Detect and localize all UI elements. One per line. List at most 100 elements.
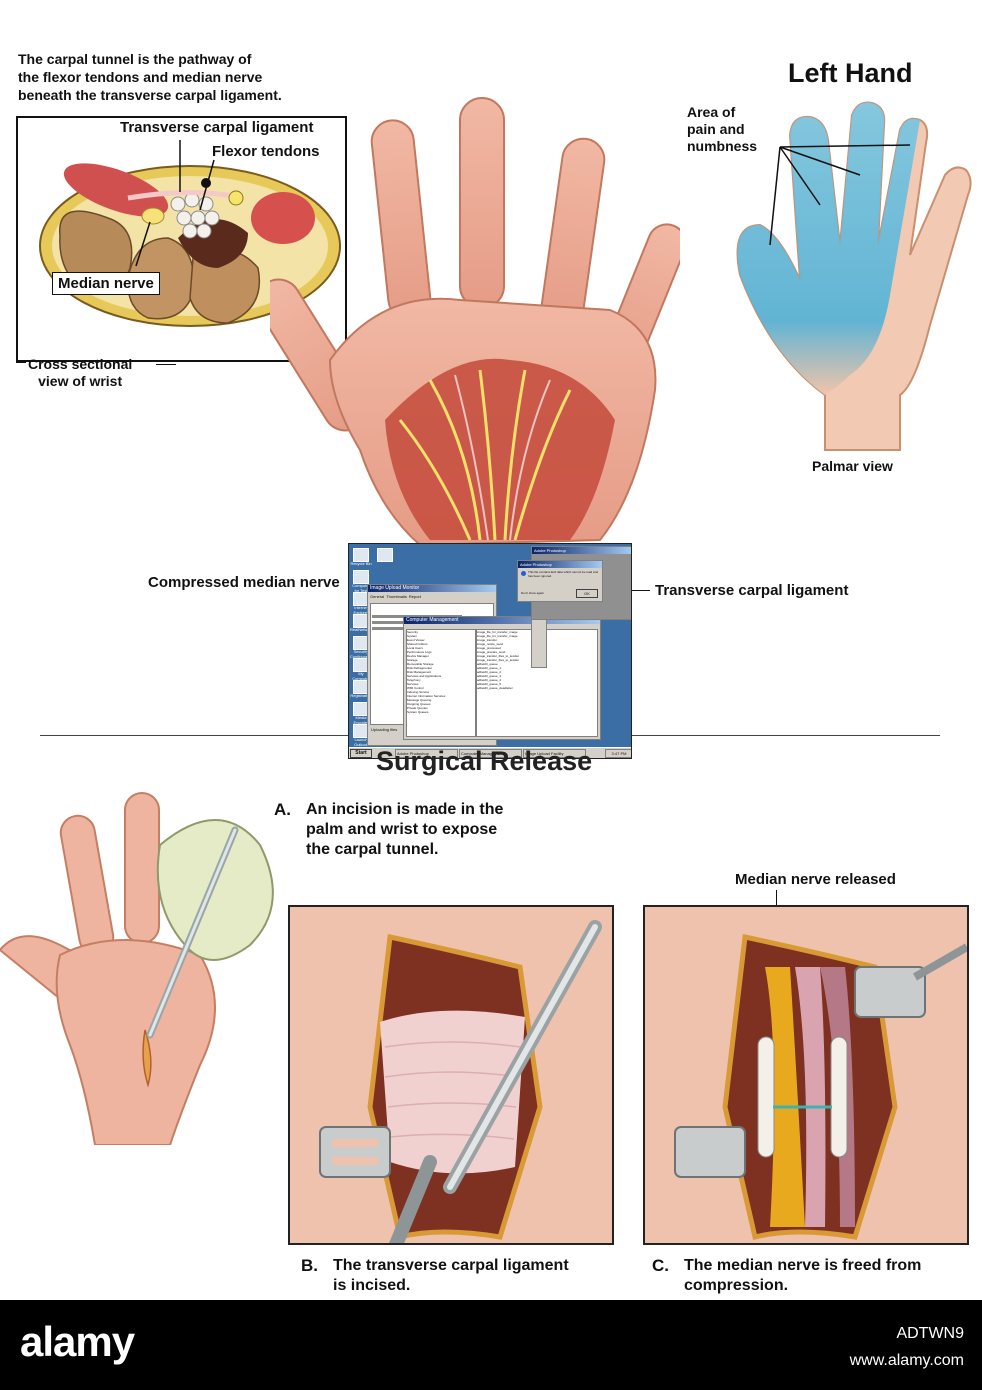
queue-item[interactable]: image_transfer_files_to_lexidat (477, 654, 519, 658)
queue-item[interactable]: adbeld3_queue_5 (477, 682, 502, 686)
tree-item[interactable]: Private Queues (407, 706, 428, 710)
upload-tab[interactable]: General (370, 594, 385, 599)
caption-leader-line (16, 362, 26, 363)
desktop-icon-label: Registration (350, 693, 372, 698)
alamy-logo: alamy (20, 1318, 135, 1365)
watermark-footer (0, 1300, 982, 1390)
queue-item[interactable]: image_prepare_send (477, 650, 506, 654)
photoshop-title: Adobe Photoshop (532, 547, 631, 554)
upload-tab[interactable]: Report (408, 594, 421, 599)
queue-item[interactable]: image_file_for_transfer_image (477, 634, 518, 638)
photoshop-alert-dialog[interactable]: Adobe Photoshop This file contains Exif … (517, 560, 603, 602)
tree-item[interactable]: Internet Information Services (407, 694, 446, 698)
tree-item[interactable]: Telephony (407, 678, 421, 682)
tree-item[interactable]: Device Manager (407, 654, 429, 658)
cross-caption-line-2: view of wrist (38, 373, 123, 389)
cross-section-caption: Cross sectional view of wrist (28, 356, 132, 390)
queue-item[interactable]: image_notice_send (477, 642, 504, 646)
tree-item[interactable]: Disk Defragmenter (407, 666, 433, 670)
upload-status: Uploading files (371, 727, 398, 732)
desktop-icon-label: Computer for Test (352, 583, 370, 593)
tree-item[interactable]: Event Viewer (407, 638, 425, 642)
caption-leader-line-right (156, 364, 176, 365)
step-c-panel (643, 905, 969, 1245)
step-b-panel (288, 905, 614, 1245)
desktop-icon[interactable] (377, 548, 393, 562)
tree-item[interactable]: Disk Management (407, 670, 432, 674)
taskbar: Start Adobe Photoshop Computer Managemen… (349, 747, 631, 758)
queue-item[interactable]: adbeld3_queue_2 (477, 670, 502, 674)
queue-item[interactable]: adbeld3_queue_deadletter (477, 686, 513, 690)
tree-item[interactable]: Services and Applications (407, 674, 442, 678)
info-icon (521, 571, 526, 576)
upload-tab[interactable]: Thumbnails (386, 594, 407, 599)
queue-item[interactable]: image_transfer (477, 638, 498, 642)
management-tree[interactable]: Security System Event Viewer Shared Fold… (406, 629, 476, 737)
queue-item[interactable]: adbeld3_queue (477, 662, 498, 666)
step-a-letter: A. (274, 800, 291, 819)
cross-ligament-label: Transverse carpal ligament (120, 119, 314, 136)
main-hand-illustration (270, 97, 680, 547)
tree-item[interactable]: Performance Logs (407, 650, 432, 654)
tree-item[interactable]: Local Users (407, 646, 423, 650)
tree-item[interactable]: System Queues (407, 710, 429, 714)
tree-item[interactable]: Shared Folders (407, 642, 428, 646)
queue-item[interactable]: image_processed (477, 646, 501, 650)
step-c-letter: C. (652, 1256, 669, 1275)
pain-line-2: pain and (687, 121, 745, 137)
step-c-line-1: The median nerve is freed from (684, 1257, 922, 1274)
queue-item[interactable]: image_file_for_transfer_image (477, 630, 518, 634)
queue-item[interactable]: adbeld3_queue_3 (477, 674, 502, 678)
compressed-nerve-label: Compressed median nerve (148, 574, 340, 591)
desktop-icon[interactable] (353, 570, 369, 584)
desktop-icon-label: My Computer (352, 671, 370, 681)
taskbar-clock: 3:47 PM (605, 749, 631, 758)
tree-item[interactable]: Message Queuing (407, 698, 432, 702)
desktop-icon-label: Launch Outlook (354, 737, 368, 747)
main-ligament-label: Transverse carpal ligament (655, 582, 849, 599)
embedded-desktop-screenshot: Recycle Bin Computer for Test Internet E… (348, 543, 632, 759)
cross-nerve-label: Median nerve (52, 272, 160, 295)
cross-section-panel (16, 116, 347, 362)
tree-item[interactable]: Outgoing Queues (407, 702, 431, 706)
queue-item[interactable]: adbeld3_queue_4 (477, 678, 502, 682)
pain-line-1: Area of (687, 104, 736, 120)
dialog-message: This file contains Exif data which canno… (528, 570, 599, 578)
cross-tendons-label: Flexor tendons (212, 143, 320, 160)
desktop-icon[interactable] (353, 548, 369, 562)
ligament-leader-line (632, 590, 650, 591)
image-id: ADTWN9 (896, 1325, 964, 1342)
tree-item[interactable]: Security (407, 630, 418, 634)
tree-item[interactable]: WMI Control (407, 686, 424, 690)
step-a-line-3: the carpal tunnel. (306, 841, 439, 858)
queue-item[interactable]: image_transfer_files_to_lexidat (477, 658, 519, 662)
computer-management-title: Computer Management (404, 617, 600, 624)
step-c-text: The median nerve is freed from compressi… (684, 1256, 921, 1296)
incision-hand-illustration (0, 792, 274, 1145)
desktop-icon-label: Internet Explorer (353, 605, 369, 615)
surgical-release-title: Surgical Release (376, 746, 593, 776)
tree-item[interactable]: Removable Storage (407, 662, 434, 666)
step-c-line-2: compression. (684, 1277, 789, 1294)
taskbar-button[interactable]: Adobe Photoshop (395, 749, 458, 758)
left-hand-title: Left Hand (788, 58, 913, 88)
tree-item[interactable]: Storage (407, 658, 418, 662)
median-nerve-released-label: Median nerve released (735, 871, 896, 888)
intro-line-1: The carpal tunnel is the pathway of (18, 51, 252, 67)
computer-management-window[interactable]: Computer Management Security System Even… (403, 616, 601, 740)
desktop-icon-label: Security Configuration (350, 649, 374, 659)
pain-line-3: numbness (687, 138, 758, 154)
dialog-checkbox[interactable]: Don't show again (521, 591, 544, 595)
taskbar-button[interactable]: Computer Management (459, 749, 522, 758)
queue-item[interactable]: adbeld3_queue_1 (477, 666, 502, 670)
dialog-ok-button[interactable]: OK (576, 589, 598, 598)
intro-text: The carpal tunnel is the pathway of the … (18, 50, 358, 104)
tree-item[interactable]: Services (407, 682, 419, 686)
tree-item[interactable]: System (407, 634, 418, 638)
taskbar-button[interactable]: Image Upload Facility (523, 749, 586, 758)
step-b-text: The transverse carpal ligament is incise… (333, 1256, 569, 1296)
palmar-view-caption: Palmar view (812, 458, 893, 474)
pain-area-label: Area of pain and numbness (687, 104, 758, 155)
tree-item[interactable]: Indexing Service (407, 690, 430, 694)
start-button[interactable]: Start (350, 749, 372, 758)
